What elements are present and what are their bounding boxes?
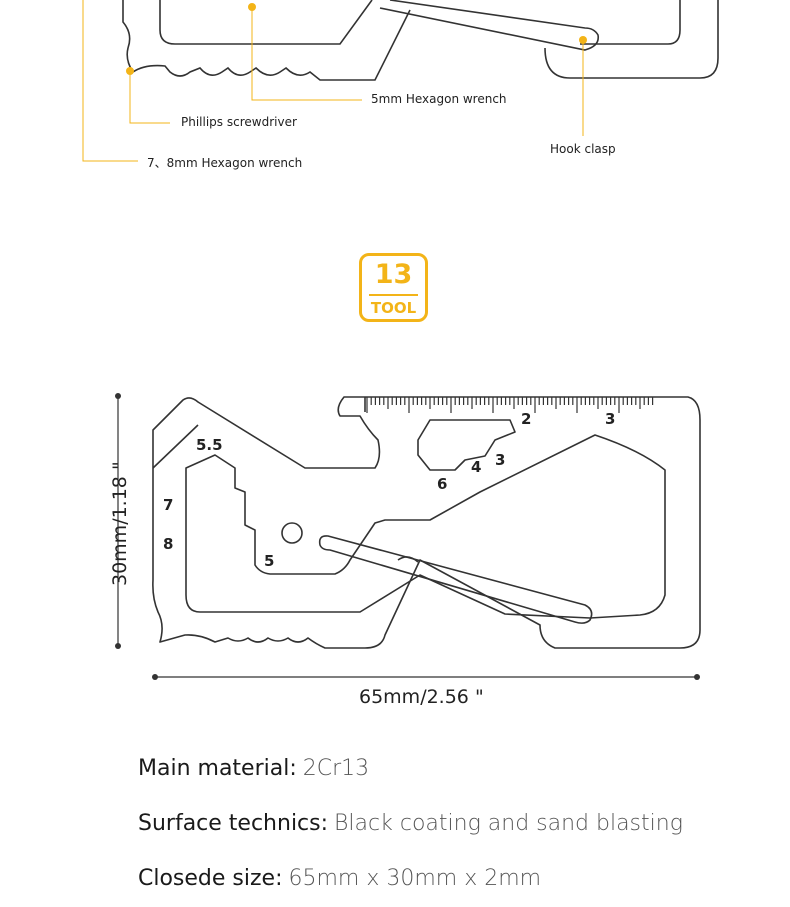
spec-main-material: Main material:2Cr13	[138, 756, 369, 781]
label-3: 3	[495, 451, 505, 469]
hook-clasp-bar	[318, 535, 593, 624]
label-8: 8	[163, 535, 173, 553]
label-6: 6	[437, 475, 447, 493]
spec-key: Surface technics:	[138, 811, 329, 836]
tool-outline	[152, 396, 701, 649]
spec-value: Black coating and sand blasting	[334, 811, 683, 836]
ruler-scale	[366, 397, 654, 413]
badge-divider	[369, 294, 418, 296]
screw-hole	[281, 522, 303, 544]
spec-value: 65mm x 30mm x 2mm	[288, 866, 542, 891]
label-5: 5	[264, 552, 274, 570]
callout-hex78: 7、8mm Hexagon wrench	[147, 156, 303, 170]
inner-cutout-left	[185, 434, 666, 619]
label-4: 4	[471, 458, 481, 476]
label-5-5: 5.5	[196, 436, 223, 454]
hex-hole	[417, 419, 516, 471]
badge-number: 13	[374, 259, 413, 290]
top-tool-diagram	[82, 0, 719, 162]
callout-phillips: Phillips screwdriver	[181, 115, 297, 129]
ruler-label-2: 2	[521, 410, 531, 428]
main-tool-diagram: 5.5 7 8 5 6 4 3 2 3	[115, 393, 701, 680]
callout-hook: Hook clasp	[550, 142, 616, 156]
badge-text: TOOL	[370, 299, 417, 317]
spec-key: Closede size:	[138, 866, 283, 891]
label-7: 7	[163, 496, 173, 514]
width-dimension-label: 65mm/2.56 "	[359, 686, 484, 708]
spec-closed-size: Closede size:65mm x 30mm x 2mm	[138, 866, 541, 891]
spec-key: Main material:	[138, 756, 297, 781]
spec-surface-technics: Surface technics:Black coating and sand …	[138, 811, 683, 836]
tool-count-badge: 13 TOOL	[359, 253, 428, 322]
spec-value: 2Cr13	[302, 756, 370, 781]
height-dimension-label: 30mm/1.18 "	[109, 461, 131, 586]
ruler-label-3: 3	[605, 410, 615, 428]
callout-hex5: 5mm Hexagon wrench	[371, 92, 507, 106]
